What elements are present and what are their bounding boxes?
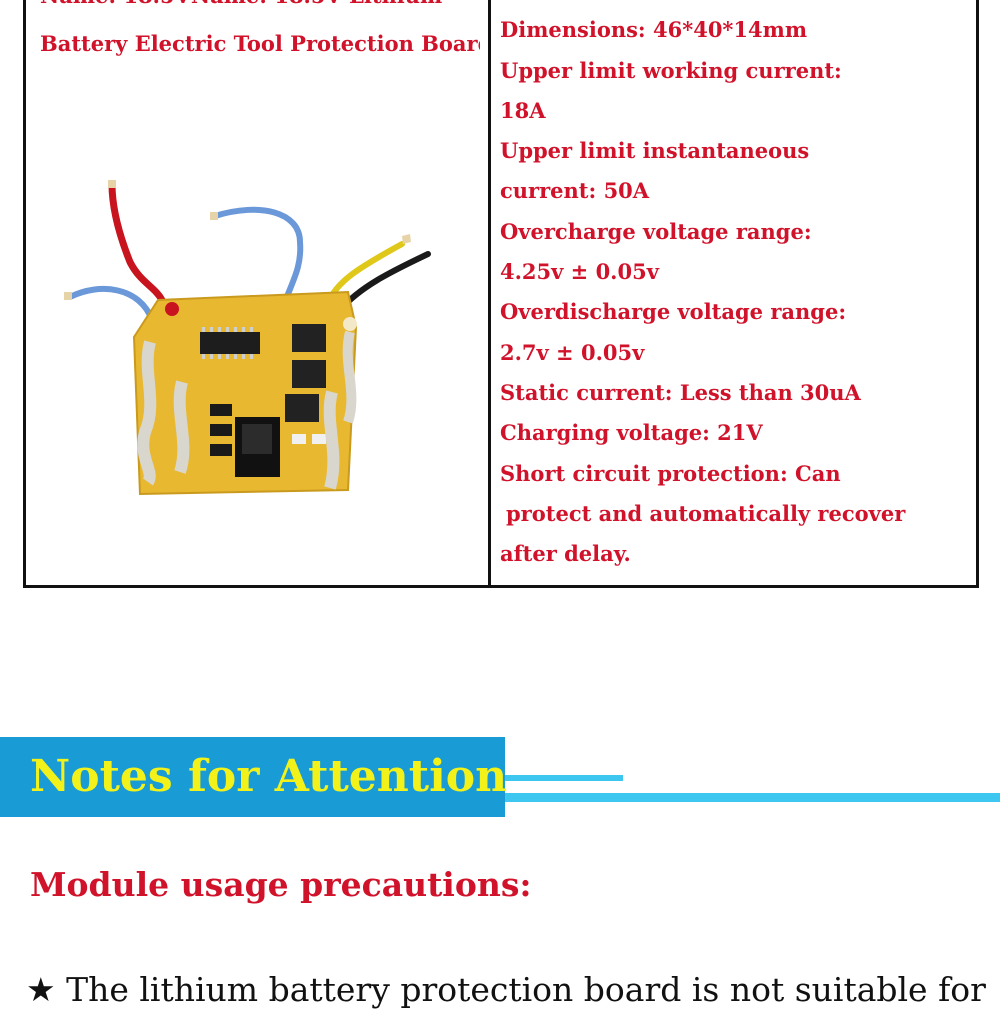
spec-working-current-label: Upper limit working current:	[500, 57, 842, 83]
spec-table: Name: 18.5VName: 18.5V Lithium Battery E…	[23, 0, 979, 588]
spec-overdischarge-label: Overdischarge voltage range:	[500, 299, 847, 325]
spec-static-current: Static current: Less than 30uA	[500, 379, 861, 405]
product-name-line-1: Name: 18.5VName: 18.5V Lithium	[40, 0, 480, 16]
notes-banner: Notes for Attention	[0, 737, 508, 817]
banner-accent-line-thick	[505, 793, 1000, 802]
spec-instant-current-value: current: 50A	[500, 178, 650, 204]
spec-charging-voltage: Charging voltage: 21V	[500, 420, 763, 446]
pcb-board-image	[30, 172, 450, 512]
product-name-line-2: Battery Electric Tool Protection Board	[40, 31, 480, 56]
spec-short-circuit-label: Short circuit protection: Can	[500, 460, 841, 486]
spec-short-circuit-delay: after delay.	[500, 541, 631, 567]
banner-accent-line-thin	[505, 775, 623, 781]
spec-overdischarge-value: 2.7v ± 0.05v	[500, 339, 645, 365]
notes-title: Notes for Attention	[30, 751, 508, 802]
column-divider	[488, 0, 491, 585]
spec-overcharge-label: Overcharge voltage range:	[500, 218, 812, 244]
precaution-bullet: ★ The lithium battery protection board i…	[26, 970, 986, 1009]
product-name-cell: Name: 18.5VName: 18.5V Lithium Battery E…	[40, 0, 480, 64]
spec-overcharge-value: 4.25v ± 0.05v	[500, 259, 659, 285]
spec-list: Model: RXTC-5S-CMMT4540V53 Dimensions: 4…	[500, 0, 970, 574]
pcb-board-illustration	[64, 180, 431, 496]
spec-working-current-value: 18A	[500, 97, 546, 123]
module-usage-heading: Module usage precautions:	[30, 865, 532, 904]
spec-dimensions: Dimensions: 46*40*14mm	[500, 17, 808, 43]
spec-short-circuit-detail: protect and automatically recover	[506, 500, 906, 526]
spec-instant-current-label: Upper limit instantaneous	[500, 138, 810, 164]
spec-model: Model: RXTC-5S-CMMT4540V53	[500, 0, 970, 10]
